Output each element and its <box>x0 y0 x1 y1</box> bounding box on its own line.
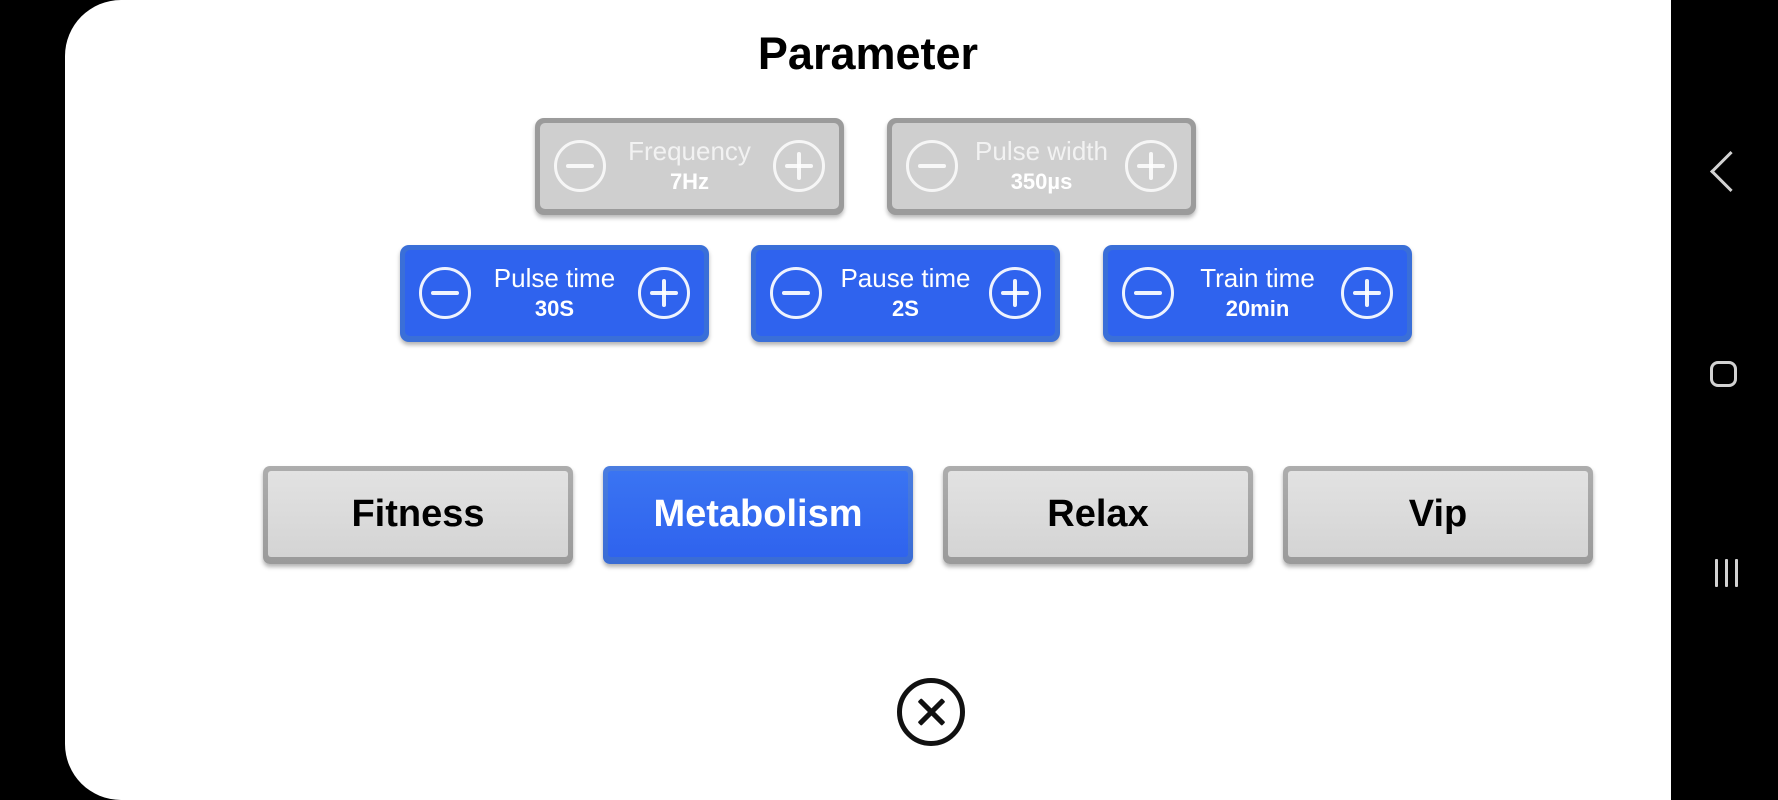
plus-icon-vertical <box>1365 279 1369 307</box>
pause-time-decrement-button[interactable] <box>770 267 822 319</box>
train-time-value: 20min <box>1225 295 1290 321</box>
frequency-label: Frequency <box>628 135 751 166</box>
mode-fitness-label: Fitness <box>268 471 568 557</box>
stepper-pause-time[interactable]: Pause time 2S <box>751 245 1060 342</box>
stepper-pulse-time[interactable]: Pulse time 30S <box>400 245 709 342</box>
mode-button-vip[interactable]: Vip <box>1283 466 1593 564</box>
mode-relax-label: Relax <box>948 471 1248 557</box>
plus-circle-icon <box>1341 267 1393 319</box>
pulse-width-label: Pulse width <box>975 135 1108 166</box>
mode-button-relax[interactable]: Relax <box>943 466 1253 564</box>
train-time-readout: Train time 20min <box>1188 262 1327 323</box>
plus-icon-vertical <box>1149 152 1153 180</box>
frequency-readout: Frequency 7Hz <box>620 135 759 196</box>
pulse-time-increment-button[interactable] <box>638 267 690 319</box>
pulse-width-decrement-button[interactable] <box>906 140 958 192</box>
minus-circle-icon <box>554 140 606 192</box>
nav-recents-button[interactable] <box>1702 549 1748 595</box>
minus-icon <box>566 164 594 168</box>
plus-icon-vertical <box>662 279 666 307</box>
android-navigation-bar <box>1671 0 1778 800</box>
minus-icon <box>431 291 459 295</box>
mode-button-metabolism[interactable]: Metabolism <box>603 466 913 564</box>
pause-time-increment-button[interactable] <box>989 267 1041 319</box>
frequency-value: 7Hz <box>669 168 710 194</box>
plus-circle-icon <box>989 267 1041 319</box>
plus-circle-icon <box>773 140 825 192</box>
train-time-label: Train time <box>1200 262 1315 293</box>
plus-icon-vertical <box>797 152 801 180</box>
pulse-time-readout: Pulse time 30S <box>485 262 624 323</box>
pause-time-value: 2S <box>892 295 919 321</box>
recents-bars-icon <box>1714 559 1740 587</box>
stepper-frequency[interactable]: Frequency 7Hz <box>535 118 844 215</box>
plus-circle-icon <box>638 267 690 319</box>
plus-circle-icon <box>1125 140 1177 192</box>
chevron-left-icon <box>1709 150 1751 193</box>
pulse-width-increment-button[interactable] <box>1125 140 1177 192</box>
minus-circle-icon <box>906 140 958 192</box>
nav-home-button[interactable] <box>1702 351 1748 397</box>
close-circle-icon <box>897 678 965 746</box>
train-time-decrement-button[interactable] <box>1122 267 1174 319</box>
page-title: Parameter <box>757 28 979 79</box>
minus-icon <box>782 291 810 295</box>
pause-time-readout: Pause time 2S <box>836 262 975 323</box>
frequency-increment-button[interactable] <box>773 140 825 192</box>
minus-icon <box>918 164 946 168</box>
pulse-width-value: 350µs <box>1010 168 1073 194</box>
minus-circle-icon <box>770 267 822 319</box>
parameter-dialog: Parameter Frequency 7Hz <box>65 0 1671 800</box>
pause-time-label: Pause time <box>840 262 971 293</box>
minus-circle-icon <box>1122 267 1174 319</box>
pulse-time-value: 30S <box>534 295 575 321</box>
plus-icon-vertical <box>1013 279 1017 307</box>
mode-button-fitness[interactable]: Fitness <box>263 466 573 564</box>
pulse-time-decrement-button[interactable] <box>419 267 471 319</box>
pulse-width-readout: Pulse width 350µs <box>972 135 1111 196</box>
close-button[interactable] <box>897 678 965 746</box>
minus-circle-icon <box>419 267 471 319</box>
frequency-decrement-button[interactable] <box>554 140 606 192</box>
minus-icon <box>1134 291 1162 295</box>
pulse-time-label: Pulse time <box>493 262 616 293</box>
stepper-pulse-width[interactable]: Pulse width 350µs <box>887 118 1196 215</box>
mode-metabolism-label: Metabolism <box>608 471 908 557</box>
home-square-icon <box>1709 361 1737 387</box>
stepper-train-time[interactable]: Train time 20min <box>1103 245 1412 342</box>
nav-back-button[interactable] <box>1702 148 1751 194</box>
mode-vip-label: Vip <box>1288 471 1588 557</box>
train-time-increment-button[interactable] <box>1341 267 1393 319</box>
